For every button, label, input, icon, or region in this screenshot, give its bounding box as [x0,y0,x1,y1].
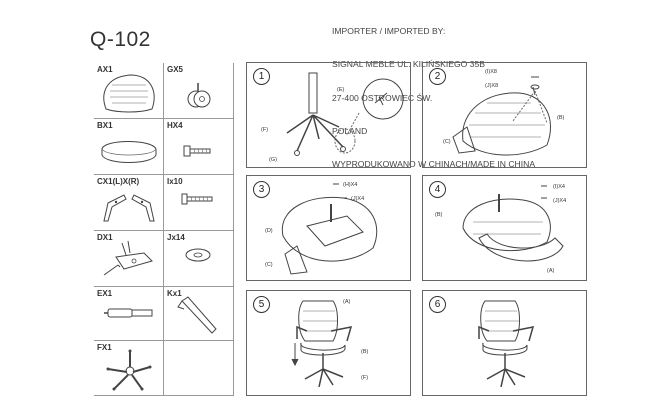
part-label: (J)X4 [351,196,364,202]
importer-info: IMPORTER / IMPORTED BY: SIGNAL MEBLE UL.… [332,4,535,182]
star-base-part-icon [106,349,152,391]
importer-line: WYPRODUKOWANO W CHINACH/MADE IN CHINA [332,159,536,170]
part-label: (F) [361,375,368,381]
caster-wheel-part-icon [187,83,211,108]
part-code: CX1(L)X(R) [97,177,140,186]
part-cell-fx: FX1 [94,341,164,396]
part-label: (B) [435,212,443,218]
step-2-panel: 2 (I)X8 (J)X8 (B) (C) [422,62,587,168]
part-code: GX5 [167,65,184,74]
parts-list: AX1 GX5 BX1 HX4 CX1(L)X(R) [94,63,234,396]
part-label: (B) [557,115,565,121]
washer-part-icon [185,248,211,262]
part-cell-kx: Kx1 [164,287,234,341]
step-number: 3 [253,181,270,198]
tilt-mechanism-part-icon [103,240,153,276]
step-2-diagram: (I)X8 (J)X8 (B) (C) [443,69,565,156]
part-cell-cx: CX1(L)X(R) [94,175,164,231]
armrest-pair-part-icon [103,194,155,222]
part-label: (H)X4 [343,182,357,188]
part-cell-ix: Ix10 [164,175,234,231]
part-code: Jx14 [167,233,185,242]
backrest-part-icon [103,74,155,113]
part-cell-hx: HX4 [164,119,234,175]
part-code: BX1 [97,121,113,130]
step-number: 1 [253,68,270,85]
part-code: DX1 [97,233,113,242]
part-label: (I)X8 [485,69,497,75]
step-1-diagram: (E) (F) (G) [261,72,404,163]
part-cell-bx: BX1 [94,119,164,175]
importer-line: SIGNAL MEBLE UL. KILIŃSKIEGO 35B [332,59,485,70]
part-cell-ex: EX1 [94,287,164,341]
model-title: Q-102 [90,28,151,51]
part-code: AX1 [97,65,113,74]
step-number: 6 [429,296,446,313]
part-code: EX1 [97,289,113,298]
long-screw-part-icon [181,193,213,205]
part-code: Ix10 [167,177,183,186]
part-label: (J)X8 [485,83,498,89]
part-label: (I)X4 [553,184,565,190]
part-label: (J)X4 [553,198,566,204]
part-code: Kx1 [167,289,182,298]
step-5-panel: 5 (A) (B) (F) [246,290,411,396]
part-label: (B) [361,349,369,355]
importer-line: 27-400 OSTROWIEC ŚW. [332,92,433,103]
part-label: (E) [337,87,345,93]
part-cell-empty [164,341,234,396]
part-label: (F) [261,127,268,133]
importer-line: IMPORTER / IMPORTED BY: [332,26,446,37]
step-4-diagram: (I)X4 (J)X4 (B) (A) [435,184,566,274]
step-3-diagram: (H)X4 (J)X4 (D) (C) [265,182,378,275]
part-code: FX1 [97,343,112,352]
step-number: 5 [253,296,270,313]
part-label: (C) [443,139,451,145]
step-6-panel: 6 [422,290,587,396]
seat-cushion-part-icon [101,141,157,163]
importer-line: POLAND [332,126,368,137]
part-label: (G) [269,157,277,163]
step-4-panel: 4 (I)X4 (J)X4 (B) (A) [422,175,587,281]
step-6-diagram [478,300,535,388]
part-cell-ax: AX1 [94,63,164,119]
part-cell-jx: Jx14 [164,231,234,287]
part-label: (C) [265,262,273,268]
bolt-screw-part-icon [183,145,211,157]
step-5-diagram: (A) (B) (F) [291,299,369,388]
part-cell-gx: GX5 [164,63,234,119]
step-number: 2 [429,68,446,85]
part-code: HX4 [167,121,183,130]
step-1-panel: 1 (E) (F) (G) [246,62,411,168]
gas-lift-part-icon [104,308,153,318]
part-label: (A) [343,299,351,305]
part-cell-dx: DX1 [94,231,164,287]
part-label: (A) [547,268,555,274]
allen-key-part-icon [177,296,217,334]
part-label: (D) [265,228,273,234]
step-3-panel: 3 (H)X4 (J)X4 (D) (C) [246,175,411,281]
step-number: 4 [429,181,446,198]
